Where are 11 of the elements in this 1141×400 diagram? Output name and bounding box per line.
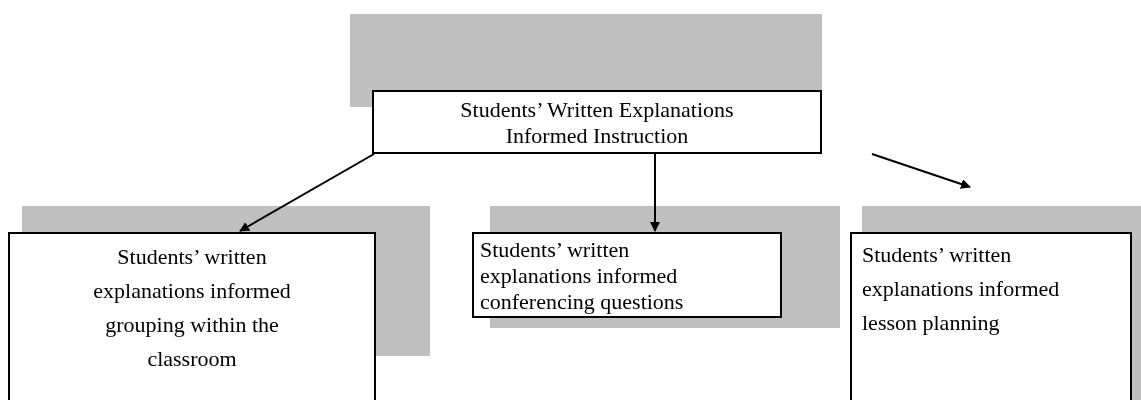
arrow xyxy=(239,153,375,232)
box-text: Students’ written explanations informed lesson planning xyxy=(862,241,1061,337)
arrow xyxy=(650,153,660,232)
process-box xyxy=(850,232,1132,400)
box-text: Students’ Written Explanations Informed Instruction xyxy=(459,97,735,149)
process-box xyxy=(8,232,376,400)
process-box xyxy=(472,232,782,318)
process-box xyxy=(372,90,822,154)
box-text: Students’ written explanations informed grouping within the classroom xyxy=(92,243,292,373)
arrow xyxy=(871,153,971,189)
box-text: Students’ written explanations informed conferencing questions xyxy=(480,237,685,315)
